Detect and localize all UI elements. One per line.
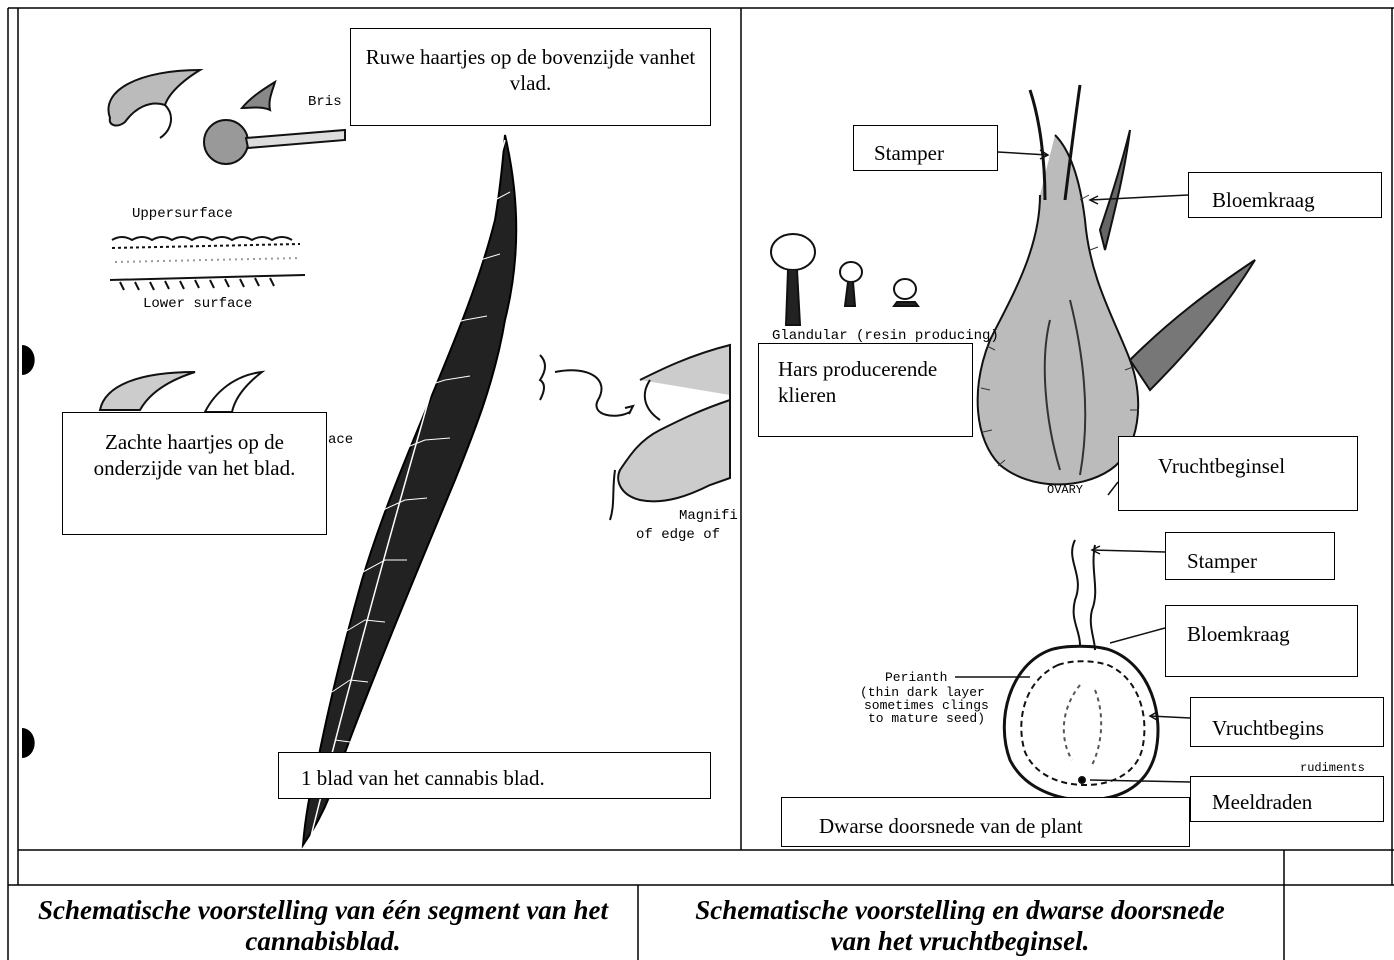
ovary-drawing-icon — [978, 85, 1255, 484]
glandular-label: Glandular (resin producing) — [772, 328, 999, 344]
perianth-label-4: to mature seed) — [868, 712, 985, 726]
caption-right: Schematische voorstelling en dwarse door… — [680, 895, 1240, 957]
callout-vruchtbeginsel-top: Vruchtbeginsel — [1118, 436, 1358, 511]
callout-stamper-bottom-text: Stamper — [1187, 549, 1257, 573]
callout-hars: Hars producerende klieren — [758, 343, 973, 437]
callout-bloemkraag-bottom-text: Bloemkraag — [1187, 622, 1290, 646]
callout-bloemkraag-top: Bloemkraag — [1188, 172, 1382, 218]
callout-vruchtbeginsel-bottom: Vruchtbegins — [1190, 697, 1384, 747]
callout-meeldraden: Meeldraden — [1190, 776, 1384, 822]
callout-dwarse: Dwarse doorsnede van de plant — [781, 797, 1190, 847]
cross-section-icon — [1004, 540, 1158, 800]
callout-hars-text: Hars producerende klieren — [778, 357, 937, 407]
resin-gland-icon — [771, 234, 918, 325]
callout-dwarse-text: Dwarse doorsnede van de plant — [819, 814, 1083, 838]
callout-bloemkraag-top-text: Bloemkraag — [1212, 188, 1315, 212]
callout-stamper-bottom: Stamper — [1165, 532, 1335, 580]
callout-meeldraden-text: Meeldraden — [1212, 790, 1312, 814]
callout-stamper-top: Stamper — [853, 125, 998, 171]
callout-bloemkraag-bottom: Bloemkraag — [1165, 605, 1358, 677]
perianth-label-1: Perianth — [885, 670, 947, 685]
ovary-label: OVARY — [1047, 483, 1083, 497]
callout-vruchtbeginsel-bottom-text: Vruchtbegins — [1212, 716, 1324, 740]
callout-vruchtbeginsel-top-text: Vruchtbeginsel — [1158, 454, 1285, 478]
caption-left: Schematische voorstelling van één segmen… — [10, 895, 636, 957]
callout-stamper-top-text: Stamper — [874, 141, 944, 165]
rudiments-label: rudiments — [1300, 761, 1365, 775]
